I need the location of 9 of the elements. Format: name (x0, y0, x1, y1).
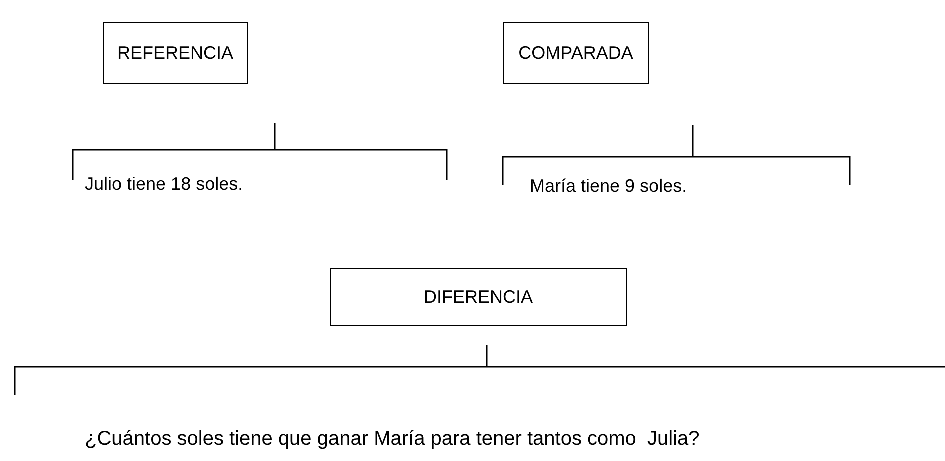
statement-text: María tiene 9 soles. (530, 176, 688, 197)
box-title: COMPARADA (518, 42, 634, 64)
statement-text: ¿Cuántos soles tiene que ganar María para tener tantos como Julia? (85, 428, 700, 451)
box-title: DIFERENCIA (424, 286, 533, 308)
box-title: REFERENCIA (117, 42, 234, 64)
statement-text: Julio tiene 18 soles. (85, 174, 244, 195)
label-box (330, 268, 627, 326)
label-box (503, 22, 649, 84)
label-box (103, 22, 248, 84)
